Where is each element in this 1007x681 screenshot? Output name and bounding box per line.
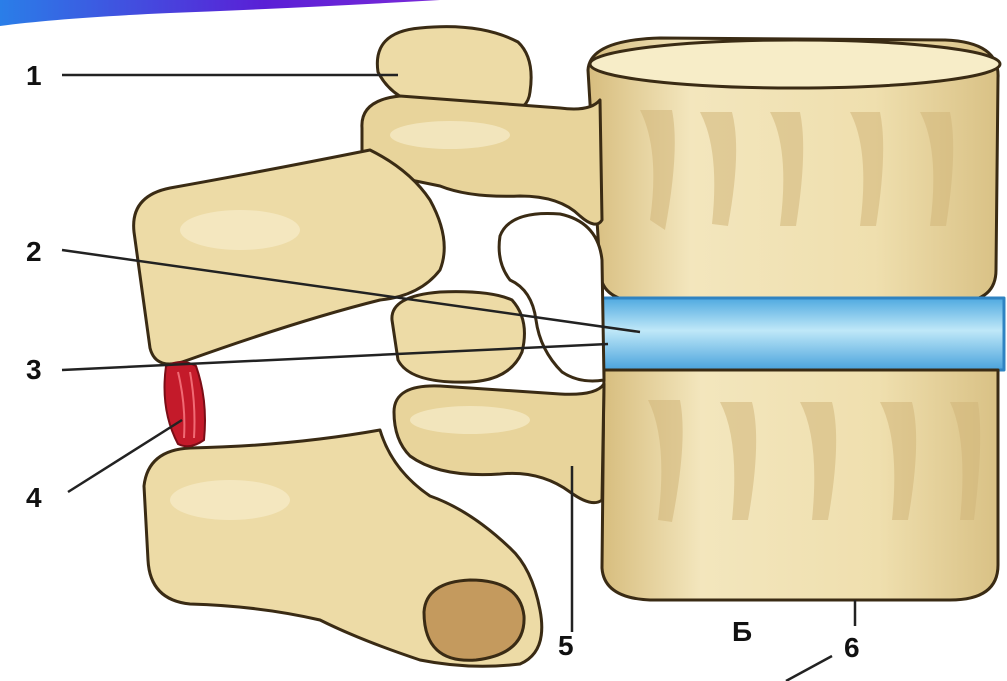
intervertebral-disc — [591, 298, 1004, 370]
label-3: 3 — [26, 356, 42, 384]
facet-cut-surface — [424, 580, 524, 660]
banner-swoosh — [0, 0, 440, 26]
label-4: 4 — [26, 484, 42, 512]
label-2: 2 — [26, 238, 42, 266]
upper-end-plate — [590, 40, 1000, 88]
label-6: 6 — [844, 634, 860, 662]
leader-line-3 — [62, 344, 608, 370]
label-body-letter: Б — [732, 618, 752, 646]
label-5: 5 — [558, 632, 574, 660]
leader-line-6b — [786, 656, 832, 681]
label-1: 1 — [26, 62, 42, 90]
